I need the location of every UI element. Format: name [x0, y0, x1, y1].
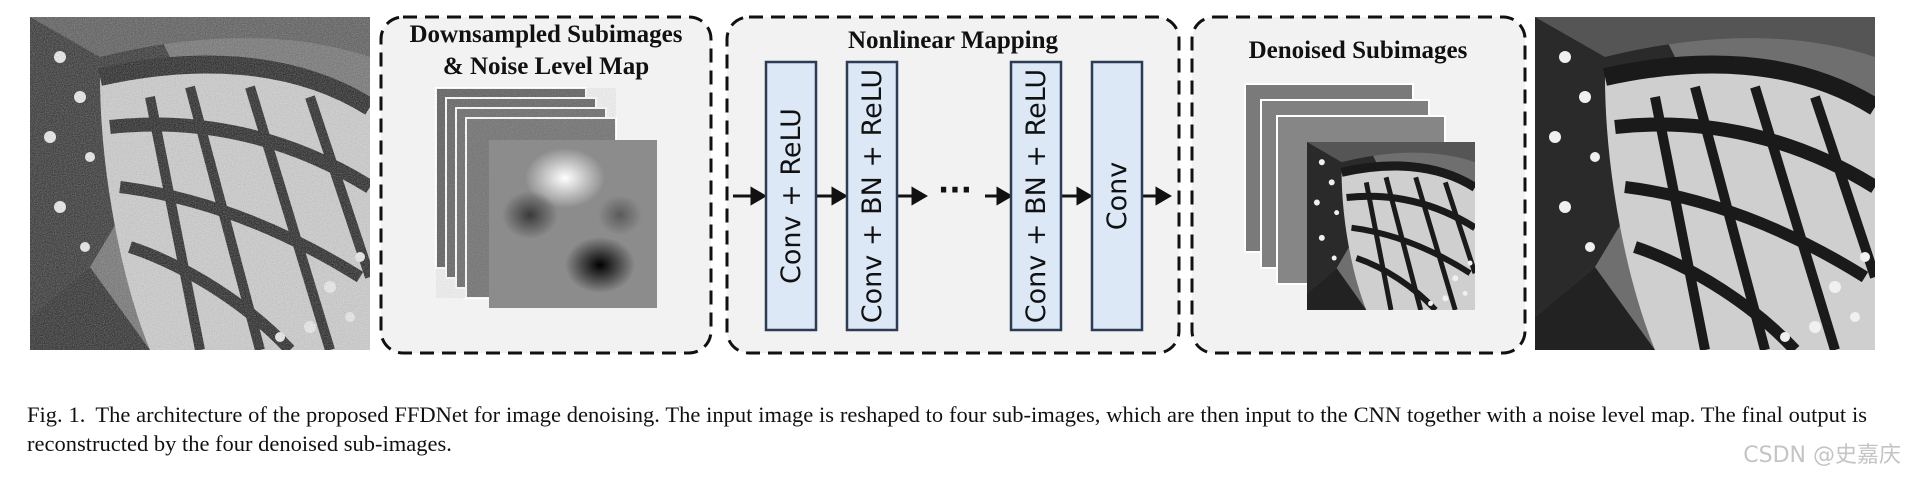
- panel-downsampled-subimages: Downsampled Subimages & Noise Level Map: [379, 15, 713, 355]
- caption-label: Fig. 1.: [27, 402, 86, 427]
- layer-conv-bn-relu-1: Conv + BN + ReLU: [845, 60, 899, 332]
- denoised-stack: [1244, 83, 1475, 310]
- flow-arrows: [733, 186, 1172, 206]
- input-noisy-image: [30, 17, 370, 350]
- layer-conv-relu: Conv + ReLU: [764, 60, 818, 332]
- layer-label: Conv + ReLU: [776, 108, 807, 284]
- panel-title-input: Downsampled Subimages: [410, 21, 683, 48]
- layer-conv-bn-relu-2: Conv + BN + ReLU: [1009, 60, 1063, 332]
- caption-text: The architecture of the proposed FFDNet …: [27, 402, 1867, 456]
- layer-conv: Conv: [1090, 60, 1144, 332]
- panel-title-input-line2: & Noise Level Map: [443, 53, 649, 80]
- figure-caption: Fig. 1.The architecture of the proposed …: [27, 400, 1867, 458]
- layer-label: Conv: [1102, 162, 1133, 230]
- panel-nonlinear-mapping: Nonlinear Mapping Conv + ReLU Conv + BN …: [725, 15, 1181, 355]
- panel-denoised-subimages: Denoised Subimages: [1190, 15, 1527, 355]
- panel-title-output: Denoised Subimages: [1249, 37, 1468, 64]
- panel-title-mapping: Nonlinear Mapping: [848, 27, 1058, 54]
- layer-label: Conv + BN + ReLU: [857, 69, 888, 323]
- output-denoised-image: [1535, 17, 1875, 350]
- layer-label: Conv + BN + ReLU: [1021, 69, 1052, 323]
- noise-level-map: [489, 140, 657, 308]
- watermark: CSDN @史嘉庆: [1743, 443, 1901, 468]
- layer-ellipsis: ···: [938, 173, 972, 208]
